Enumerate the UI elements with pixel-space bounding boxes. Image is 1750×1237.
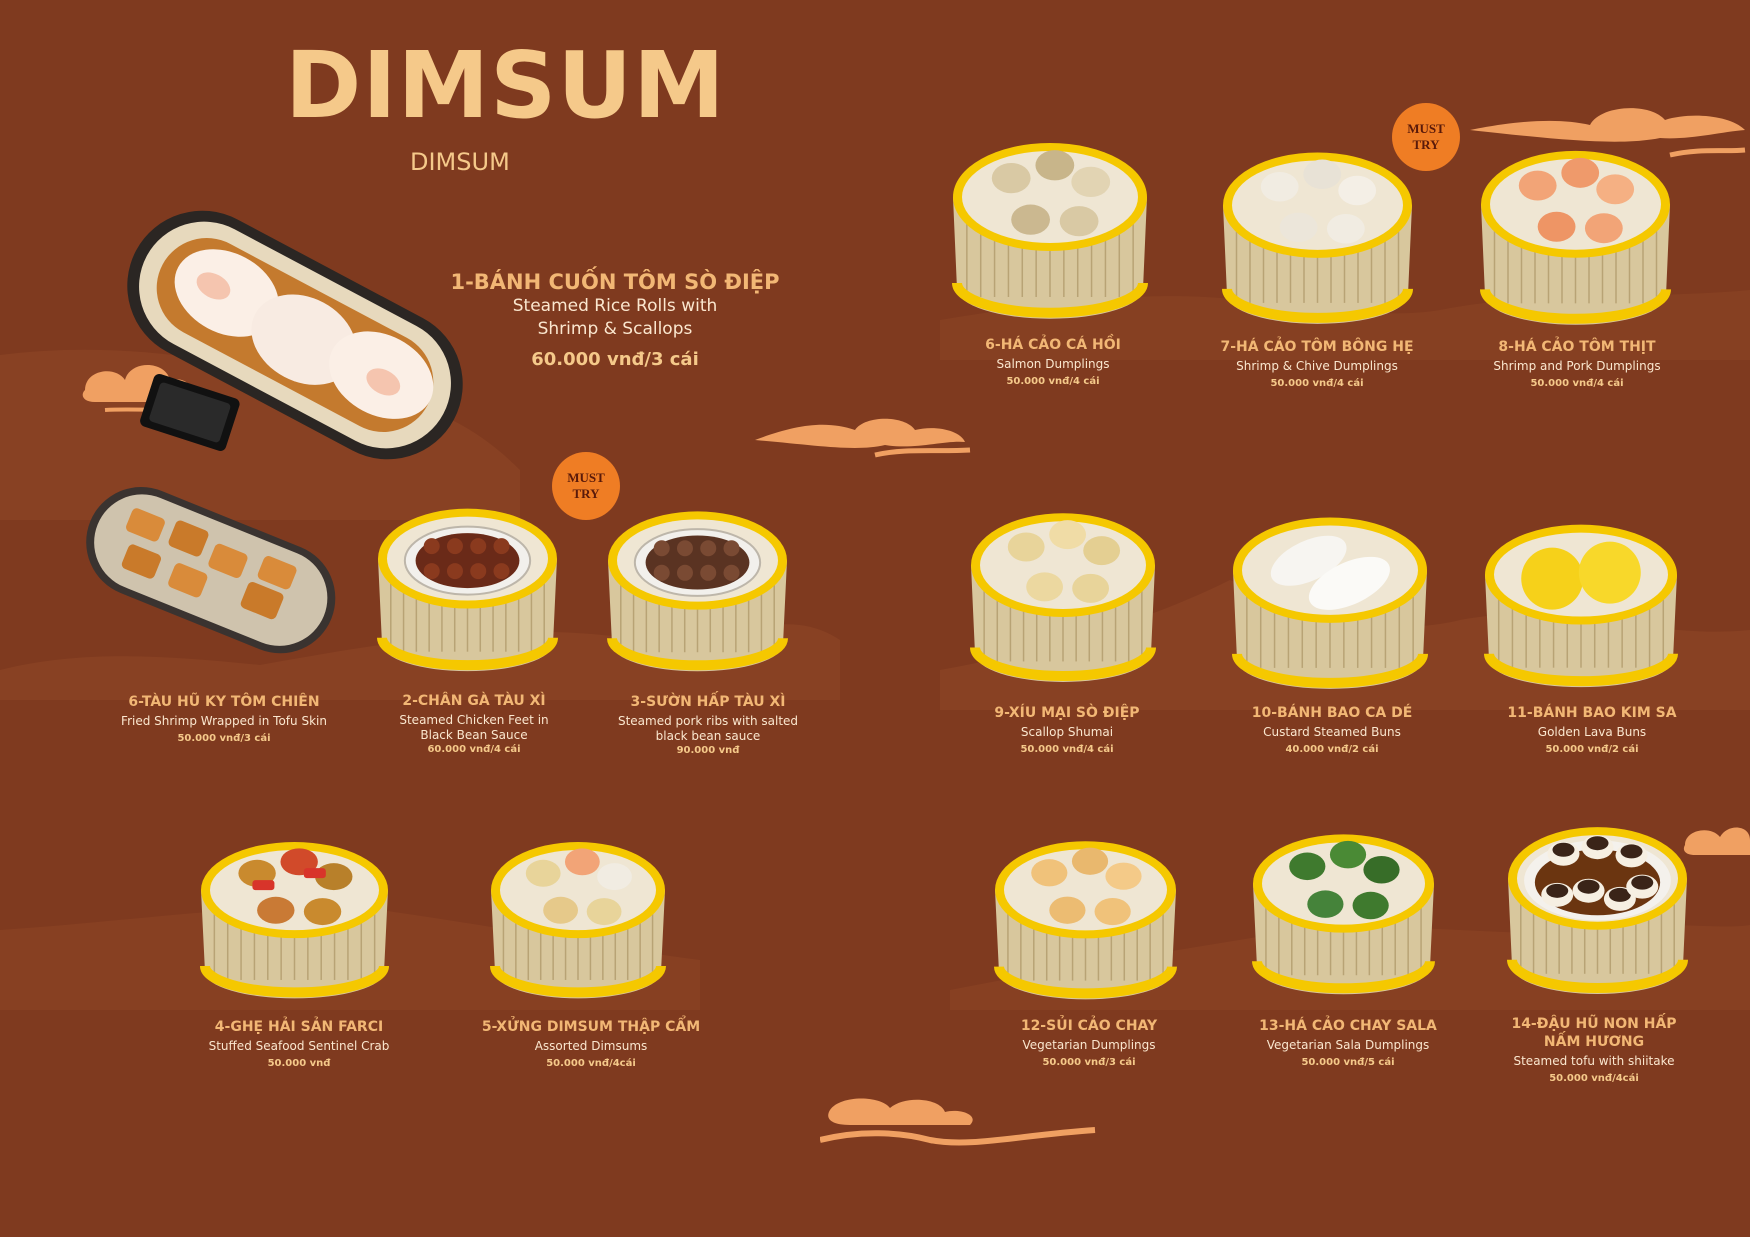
item-name: 6-TÀU HŨ KY TÔM CHIÊN xyxy=(128,694,320,710)
steamer-assorted-dimsums-image xyxy=(490,842,666,999)
must-try-line1: MUST xyxy=(567,470,605,485)
item-english: Custard Steamed Buns xyxy=(1263,725,1401,740)
menu-item: 3-SƯỜN HẤP TÀU XÌ Steamed pork ribs with… xyxy=(618,693,798,756)
menu-item: 4-GHẸ HẢI SẢN FARCI Stuffed Seafood Sent… xyxy=(209,1018,390,1069)
menu-item: 13-HÁ CẢO CHAY SALA Vegetarian Sala Dump… xyxy=(1259,1017,1437,1068)
item-english: Steamed tofu with shiitake xyxy=(1513,1054,1675,1069)
item-name: 6-HÁ CẢO CÁ HỒI xyxy=(985,337,1121,353)
featured-english-1: Steamed Rice Rolls with xyxy=(512,296,718,316)
menu-item: 2-CHÂN GÀ TÀU XÌ Steamed Chicken Feet in… xyxy=(399,692,548,755)
menu-item: 8-HÁ CẢO TÔM THỊT Shrimp and Pork Dumpli… xyxy=(1493,338,1660,389)
cloud-decoration xyxy=(1683,827,1750,855)
must-try-line2: TRY xyxy=(1412,137,1440,152)
steamer-shrimp-pork-dumplings-image xyxy=(1480,150,1671,325)
must-try-badge: MUST TRY xyxy=(1395,106,1457,168)
menu-item: 6-HÁ CẢO CÁ HỒI Salmon Dumplings 50.000 … xyxy=(985,336,1121,387)
item-name: 7-HÁ CẢO TÔM BÔNG HẸ xyxy=(1220,339,1414,355)
steamer-shrimp-chive-dumplings-image xyxy=(1222,152,1413,324)
item-price: 50.000 vnđ/4 cái xyxy=(1020,743,1114,755)
steamer-custard-buns-image xyxy=(1232,517,1428,689)
item-price: 50.000 vnđ xyxy=(267,1057,331,1069)
item-price: 50.000 vnđ/4cái xyxy=(546,1057,636,1069)
item-english: Fried Shrimp Wrapped in Tofu Skin xyxy=(121,714,327,729)
item-english: Stuffed Seafood Sentinel Crab xyxy=(208,1039,390,1054)
item-name: 11-BÁNH BAO KIM SA xyxy=(1507,705,1677,721)
menu-item: 6-TÀU HŨ KY TÔM CHIÊN Fried Shrimp Wrapp… xyxy=(121,693,327,744)
page-subtitle: DIMSUM xyxy=(410,148,510,176)
menu-item: 9-XÍU MẠI SÒ ĐIỆP Scallop Shumai 50.000 … xyxy=(994,704,1139,755)
item-english: Vegetarian Dumplings xyxy=(1022,1038,1156,1053)
menu-item: 11-BÁNH BAO KIM SA Golden Lava Buns 50.0… xyxy=(1507,704,1676,755)
menu-item: 10-BÁNH BAO CA DÉ Custard Steamed Buns 4… xyxy=(1252,704,1413,755)
steamer-tofu-shiitake-image xyxy=(1507,827,1688,995)
item-price: 50.000 vnđ/5 cái xyxy=(1301,1056,1395,1068)
menu-item: 5-XỬNG DIMSUM THẬP CẨM Assorted Dimsums … xyxy=(482,1018,700,1069)
item-name: 9-XÍU MẠI SÒ ĐIỆP xyxy=(994,705,1140,721)
must-try-line1: MUST xyxy=(1407,121,1445,136)
item-price: 90.000 vnđ xyxy=(676,744,740,756)
item-english-1: Steamed Chicken Feet in xyxy=(399,713,549,728)
menu-item: 7-HÁ CẢO TÔM BÔNG HẸ Shrimp & Chive Dump… xyxy=(1220,338,1413,389)
steamer-scallop-shumai-image xyxy=(970,513,1156,682)
featured-english-2: Shrimp & Scallops xyxy=(537,319,693,340)
item-price: 50.000 vnđ/4 cái xyxy=(1530,377,1624,389)
item-name: 3-SƯỜN HẤP TÀU XÌ xyxy=(630,694,786,710)
featured-name: 1-BÁNH CUỐN TÔM SÒ ĐIỆP xyxy=(450,270,780,294)
item-price: 50.000 vnđ/4 cái xyxy=(1270,377,1364,389)
steamer-chicken-feet-image xyxy=(377,508,558,672)
steamer-golden-lava-buns-image xyxy=(1484,524,1678,688)
cloud-decoration xyxy=(1470,108,1746,158)
steamer-vegetarian-dumplings-image xyxy=(994,841,1177,1000)
item-price: 50.000 vnđ/4 cái xyxy=(1006,375,1100,387)
page-title: DIMSUM xyxy=(285,32,726,139)
item-english-2: Black Bean Sauce xyxy=(420,727,528,742)
steamer-vegetarian-sala-dumplings-image xyxy=(1252,834,1435,995)
fried-tofu-skin-plate-image xyxy=(86,487,336,654)
item-name: 13-HÁ CẢO CHAY SALA xyxy=(1259,1018,1437,1034)
featured-item-text: 1-BÁNH CUỐN TÔM SÒ ĐIỆP Steamed Rice Rol… xyxy=(450,270,779,370)
cloud-decoration xyxy=(755,418,971,458)
item-price: 40.000 vnđ/2 cái xyxy=(1285,743,1379,755)
item-price: 50.000 vnđ/3 cái xyxy=(177,732,271,744)
item-english-1: Steamed pork ribs with salted xyxy=(617,714,799,729)
cloud-decoration xyxy=(820,1098,1096,1146)
menu-item: 12-SỦI CẢO CHAY Vegetarian Dumplings 50.… xyxy=(1021,1017,1157,1068)
item-english: Scallop Shumai xyxy=(1020,725,1114,740)
steamer-pork-ribs-image xyxy=(607,511,788,672)
item-name: 10-BÁNH BAO CA DÉ xyxy=(1251,705,1413,721)
item-english: Shrimp and Pork Dumplings xyxy=(1493,359,1661,374)
item-name: 4-GHẸ HẢI SẢN FARCI xyxy=(214,1019,384,1035)
steamer-salmon-dumplings-image xyxy=(952,143,1148,319)
item-english-2: black bean sauce xyxy=(655,728,761,743)
menu-item: 14-ĐẬU HŨ NON HẤP NẤM HƯƠNG Steamed tofu… xyxy=(1511,1015,1676,1084)
steamer-stuffed-crab-image xyxy=(200,842,389,999)
featured-price: 60.000 vnđ/3 cái xyxy=(531,348,699,370)
item-price: 60.000 vnđ/4 cái xyxy=(427,743,521,755)
item-name: 14-ĐẬU HŨ NON HẤP xyxy=(1511,1016,1677,1032)
item-english: Vegetarian Sala Dumplings xyxy=(1266,1038,1430,1053)
item-name: 8-HÁ CẢO TÔM THỊT xyxy=(1498,339,1656,355)
item-english: Shrimp & Chive Dumplings xyxy=(1236,359,1398,374)
must-try-line2: TRY xyxy=(572,486,600,501)
item-name: 2-CHÂN GÀ TÀU XÌ xyxy=(402,693,546,709)
item-english: Salmon Dumplings xyxy=(996,357,1110,372)
item-name-line2: NẤM HƯƠNG xyxy=(1543,1034,1645,1051)
item-price: 50.000 vnđ/2 cái xyxy=(1545,743,1639,755)
must-try-badge: MUST TRY xyxy=(555,455,617,517)
item-price: 50.000 vnđ/4cái xyxy=(1549,1072,1639,1084)
rice-roll-plate-image xyxy=(127,210,463,460)
item-english: Golden Lava Buns xyxy=(1537,725,1647,740)
item-price: 50.000 vnđ/3 cái xyxy=(1042,1056,1136,1068)
item-english: Assorted Dimsums xyxy=(534,1039,648,1054)
item-name: 5-XỬNG DIMSUM THẬP CẨM xyxy=(481,1019,701,1035)
item-name: 12-SỦI CẢO CHAY xyxy=(1020,1018,1158,1034)
